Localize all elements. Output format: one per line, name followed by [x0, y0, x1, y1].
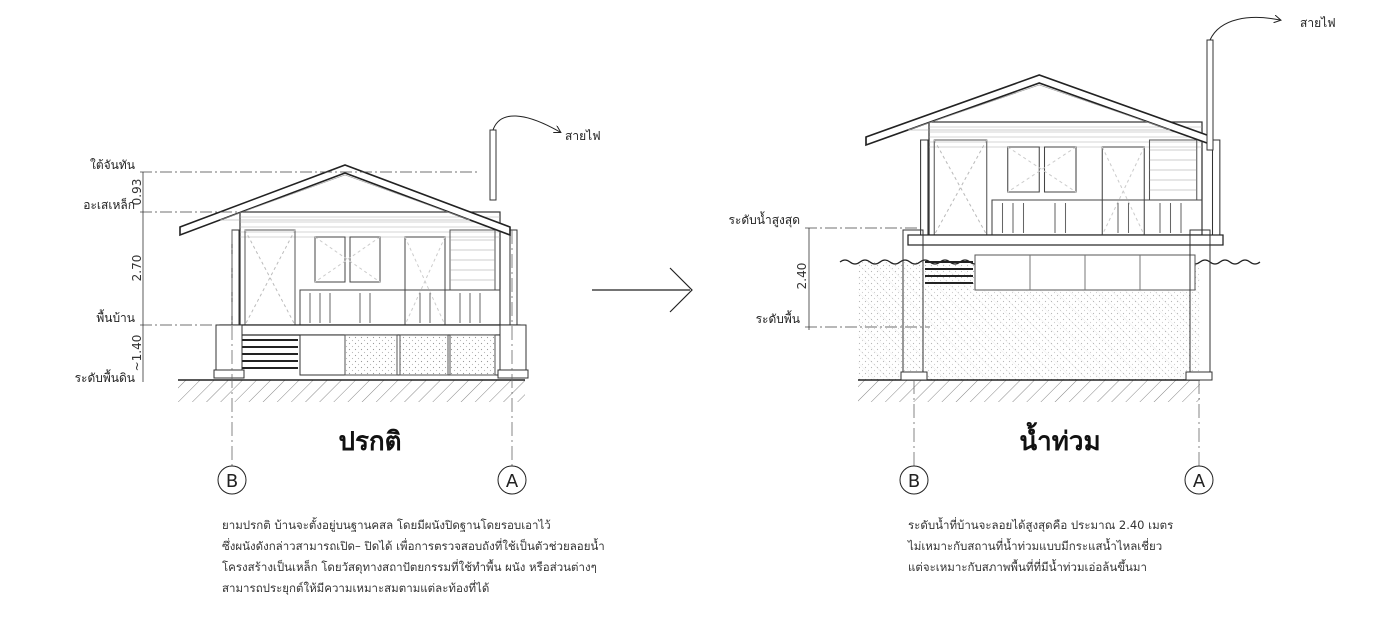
- axis-b-marker: [217, 465, 247, 495]
- dim-roof: 0.93: [130, 179, 144, 206]
- description-line: ระดับน้ำที่บ้านจะลอยได้สูงสุดคือ ประมาณ …: [908, 518, 1174, 532]
- wire-label: สายไฟ: [1300, 16, 1336, 30]
- stairs: [925, 261, 973, 284]
- axis-b-label: B: [908, 471, 920, 492]
- ground-label: ระดับพื้นดิน: [75, 369, 135, 385]
- wire-icon: [492, 115, 560, 132]
- description-line: ไม่เหมาะกับสถานที่น้ำท่วมแบบมีกระแสน้ำไห…: [908, 539, 1163, 553]
- ground-hatch: [858, 380, 1200, 402]
- description-line: โครงสร้างเป็นเหล็ก โดยวัสดุทางสถาปัตยกรร…: [222, 560, 597, 574]
- description-line: สามารถประยุกต์ให้มีความเหมาะสมตามแต่ละท้…: [222, 581, 490, 595]
- axis-a-label: A: [506, 471, 519, 492]
- max-water-label: ระดับน้ำสูงสุด: [728, 211, 800, 228]
- description-line: ซึ่งผนังดังกล่าวสามารถเปิด– ปิดได้ เพื่อ…: [222, 539, 605, 553]
- normal-description: ยามปรกติ บ้านจะตั้งอยู่บนฐานคสล โดยมีผนั…: [222, 515, 605, 599]
- axis-b-label: B: [226, 471, 238, 492]
- dim-water: 2.40: [795, 263, 809, 290]
- beam-label: อะเสเหล็ก: [83, 197, 135, 212]
- floor-level-label: ระดับพื้น: [756, 310, 800, 326]
- house-elevation: [179, 164, 521, 336]
- dim-wall: 2.70: [130, 255, 144, 282]
- normal-title: ปรกติ: [338, 427, 401, 457]
- axis-b-marker: [899, 465, 929, 495]
- description-line: ยามปรกติ บ้านจะตั้งอยู่บนฐานคสล โดยมีผนั…: [222, 518, 551, 532]
- axis-a-marker: [1184, 465, 1214, 495]
- dim-base: ~1.40: [130, 335, 144, 372]
- wire-pole: [489, 129, 497, 201]
- transition-arrow-icon: [592, 267, 693, 313]
- flood-description: ระดับน้ำที่บ้านจะลอยได้สูงสุดคือ ประมาณ …: [908, 515, 1173, 578]
- normal-house-drawing: สายไฟ ใต้จันทัน อะเสเหล็ก พื้นบ้าน ระดับ…: [75, 115, 601, 495]
- ground-hatch: [178, 380, 525, 402]
- house-elevation: [865, 74, 1224, 246]
- flood-title: น้ำท่วม: [1019, 421, 1100, 457]
- flood-house-drawing: สายไฟ ระดับน้ำสูงสุด ระดับพื้น 2.40 B A …: [728, 16, 1336, 495]
- wire-pole: [1206, 39, 1214, 151]
- wire-label: สายไฟ: [565, 129, 601, 143]
- axis-a-label: A: [1193, 471, 1206, 492]
- axis-a-marker: [497, 465, 527, 495]
- floor-label: พื้นบ้าน: [96, 309, 135, 325]
- wire-icon: [1209, 17, 1280, 41]
- description-line: แต่จะเหมาะกับสภาพพื้นที่ที่มีน้ำท่วมเอ่อ…: [908, 560, 1147, 574]
- rafter-label: ใต้จันทัน: [90, 158, 135, 172]
- stairs: [240, 339, 298, 369]
